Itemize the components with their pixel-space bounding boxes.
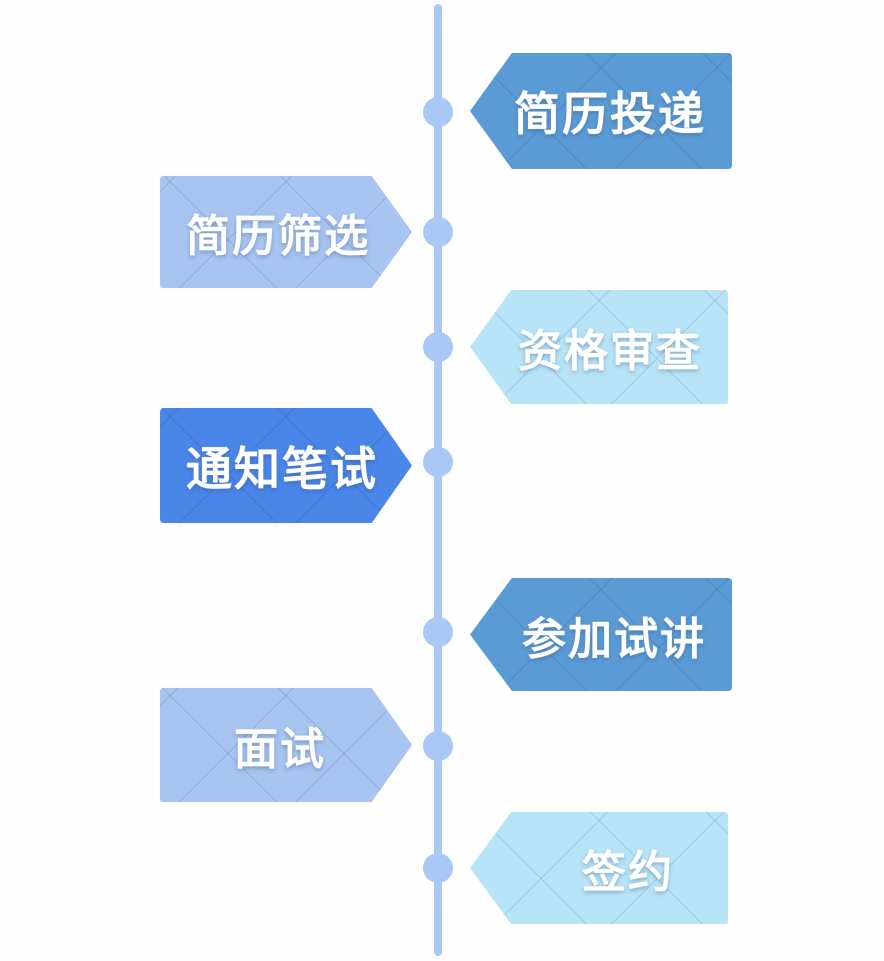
timeline-dot-6 (423, 731, 453, 761)
step-2-surface (160, 176, 412, 288)
step-7-lattice-pattern (470, 812, 728, 924)
timeline-dot-3 (423, 332, 453, 362)
step-banner-5[interactable]: 参加试讲 (470, 578, 732, 691)
step-3-lattice-pattern (470, 290, 728, 404)
step-banner-3[interactable]: 资格审查 (470, 290, 728, 404)
step-3-surface (470, 290, 728, 404)
step-6-surface (160, 688, 412, 802)
step-1-label: 简历投递 (514, 88, 706, 140)
step-7-label: 签约 (582, 848, 674, 897)
step-6-lattice-pattern (160, 688, 412, 802)
step-5-lattice-pattern (470, 578, 732, 691)
timeline-dot-2 (423, 217, 453, 247)
step-banner-2[interactable]: 简历筛选 (160, 176, 412, 288)
step-banner-4[interactable]: 通知笔试 (160, 408, 412, 523)
step-4-surface (160, 408, 412, 523)
step-1-surface (470, 53, 732, 169)
timeline-dot-7 (423, 853, 453, 883)
step-banner-1[interactable]: 简历投递 (470, 53, 732, 169)
step-7-surface (470, 812, 728, 924)
step-3-label: 资格审查 (518, 327, 702, 376)
step-banner-6[interactable]: 面试 (160, 688, 412, 802)
step-5-surface (470, 578, 732, 691)
timeline-line (434, 4, 442, 956)
step-4-label: 通知笔试 (186, 442, 378, 495)
timeline-dot-5 (423, 617, 453, 647)
timeline-dot-1 (423, 97, 453, 127)
step-6-label: 面试 (234, 725, 326, 774)
step-4-lattice-pattern (160, 408, 412, 523)
step-2-label: 简历筛选 (186, 212, 370, 261)
step-1-lattice-pattern (470, 53, 732, 169)
step-5-label: 参加试讲 (522, 614, 706, 664)
step-banner-7[interactable]: 签约 (470, 812, 728, 924)
step-2-lattice-pattern (160, 176, 412, 288)
timeline-dot-4 (423, 447, 453, 477)
